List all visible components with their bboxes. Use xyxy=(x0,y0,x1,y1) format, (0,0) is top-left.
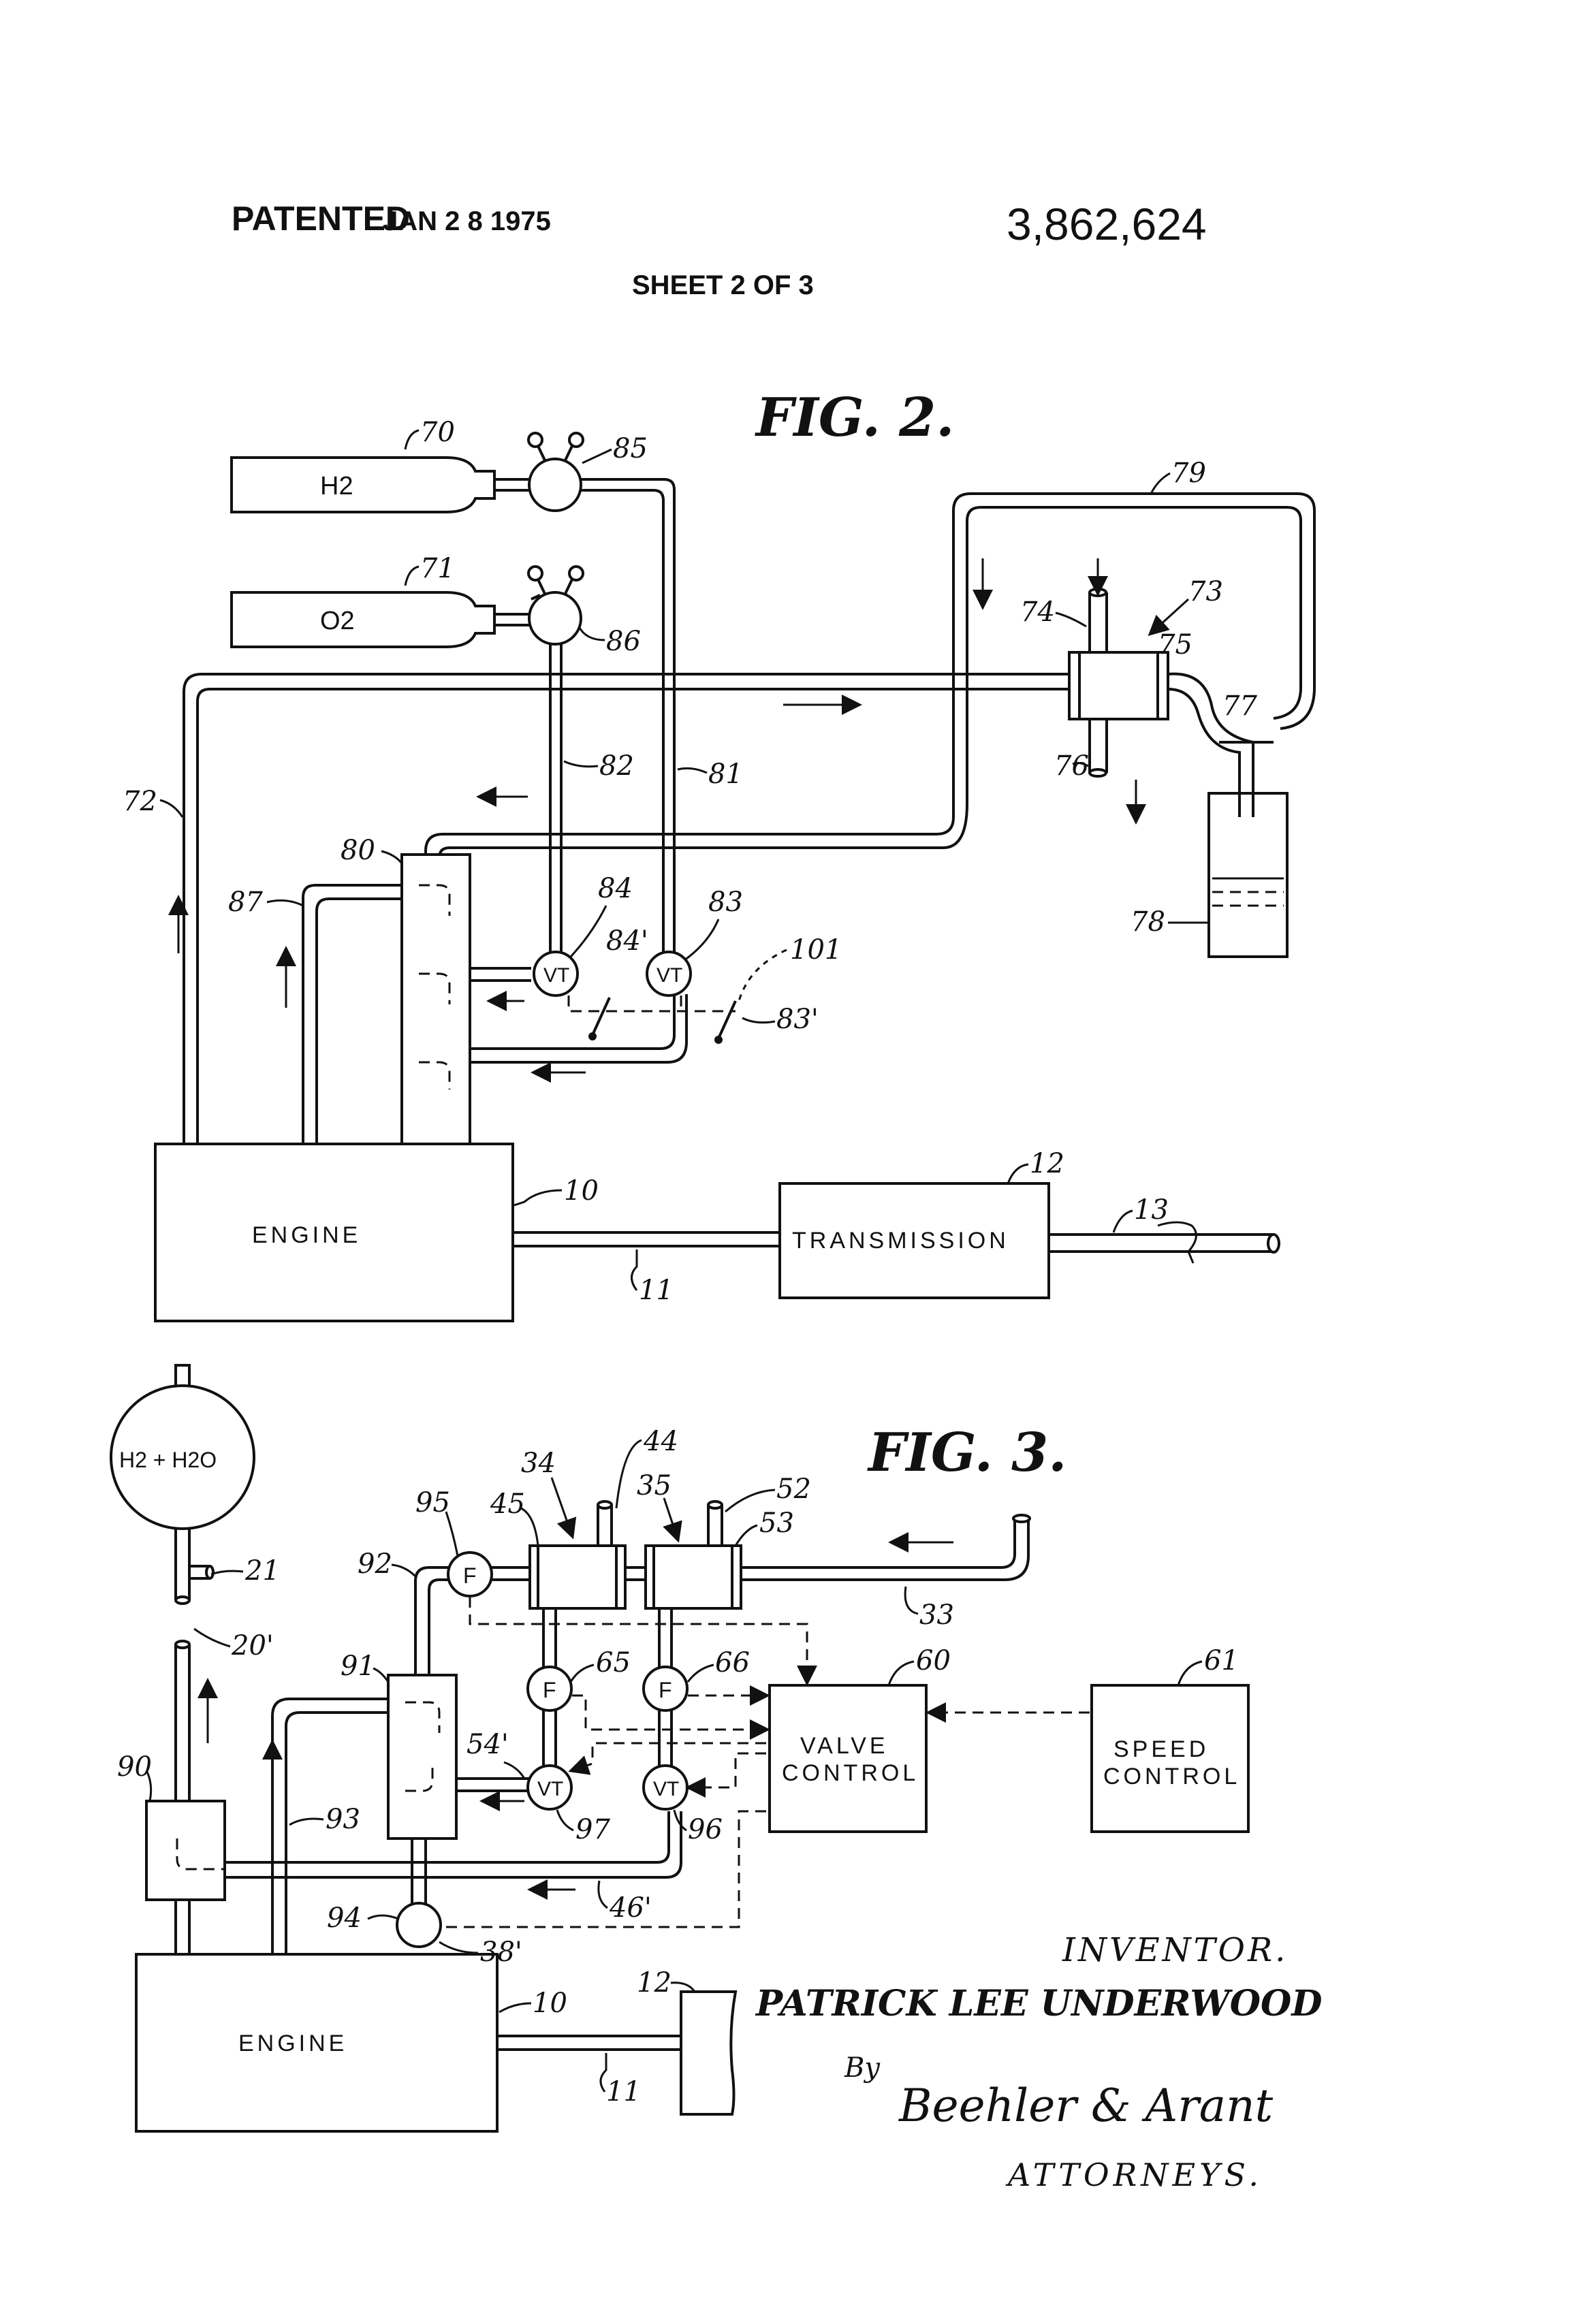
regulator-85 xyxy=(494,433,583,511)
ref-87: 87 xyxy=(228,887,263,918)
valve-control-label-2: CONTROL xyxy=(782,1760,919,1786)
ref-46-prime: 46' xyxy=(609,1892,652,1924)
box-53 xyxy=(646,1546,741,1608)
patent-number: 3,862,624 xyxy=(1007,199,1207,249)
flow-sensor-66-label: F xyxy=(659,1678,672,1702)
regulator-86 xyxy=(494,567,583,644)
valve-control-label-1: VALVE xyxy=(800,1733,889,1759)
ref-45: 45 xyxy=(490,1489,525,1520)
ref-38-prime: 38' xyxy=(480,1937,522,1968)
ref-20-prime: 20' xyxy=(231,1630,274,1661)
ref-52: 52 xyxy=(776,1474,811,1505)
manifold-91 xyxy=(388,1675,456,1838)
h2-tank: H2 xyxy=(232,458,494,512)
fig3-title: FIG. 3. xyxy=(867,1422,1066,1484)
ref-54-prime: 54' xyxy=(467,1729,509,1760)
by-label: By xyxy=(844,2052,881,2084)
vt-valve-83-label: VT xyxy=(657,964,682,987)
fig3-transmission-stub xyxy=(681,1992,736,2114)
inventor-label: INVENTOR. xyxy=(1062,1931,1288,1969)
ref-35: 35 xyxy=(637,1470,672,1501)
vt-valve-84-label: VT xyxy=(543,964,569,987)
ref-83-prime: 83' xyxy=(776,1004,819,1035)
ref-44: 44 xyxy=(643,1426,678,1457)
ref-97: 97 xyxy=(575,1814,610,1845)
ref-92: 92 xyxy=(358,1548,392,1580)
box-45 xyxy=(530,1546,625,1608)
ref-60: 60 xyxy=(916,1645,951,1676)
flow-sensor-95-label: F xyxy=(463,1563,477,1588)
sphere-label: H2 + H2O xyxy=(119,1448,217,1472)
vt-valve-97-label: VT xyxy=(537,1778,563,1800)
speed-control-label-2: CONTROL xyxy=(1103,1764,1240,1789)
ref-70: 70 xyxy=(420,417,455,448)
ref-12-fig3: 12 xyxy=(637,1967,672,1999)
ref-13: 13 xyxy=(1134,1194,1169,1226)
ref-84-prime: 84' xyxy=(606,925,648,957)
attorney-signature: Beehler & Arant xyxy=(898,2080,1274,2132)
ref-10-fig2: 10 xyxy=(564,1175,599,1207)
speed-control-label-1: SPEED xyxy=(1113,1736,1209,1762)
ref-77: 77 xyxy=(1222,690,1257,722)
inventor-name: PATRICK LEE UNDERWOOD xyxy=(755,1983,1322,2024)
flow-sensor-65-label: F xyxy=(543,1678,556,1702)
ref-94: 94 xyxy=(327,1903,362,1934)
h2-tank-label: H2 xyxy=(320,472,353,500)
ref-96: 96 xyxy=(688,1814,723,1845)
ref-71: 71 xyxy=(420,553,455,584)
fig2-title: FIG. 2. xyxy=(755,387,954,449)
ref-83: 83 xyxy=(708,887,743,918)
ref-12-fig2: 12 xyxy=(1030,1148,1064,1179)
sheet-number: SHEET 2 OF 3 xyxy=(632,270,814,300)
ref-80: 80 xyxy=(341,835,375,866)
ref-72: 72 xyxy=(123,786,157,817)
fig2-engine-label: ENGINE xyxy=(252,1222,361,1248)
ref-34: 34 xyxy=(521,1448,556,1479)
fig2-transmission-label: TRANSMISSION xyxy=(792,1228,1009,1254)
o2-tank: O2 xyxy=(232,592,494,647)
ref-79: 79 xyxy=(1171,458,1206,489)
ref-33: 33 xyxy=(919,1599,954,1631)
component-94 xyxy=(397,1903,441,1947)
ref-82: 82 xyxy=(599,750,634,782)
box-90 xyxy=(146,1801,225,1900)
ref-91: 91 xyxy=(341,1651,375,1682)
vt-valve-96-label: VT xyxy=(653,1778,679,1800)
ref-74: 74 xyxy=(1020,596,1055,628)
ref-78: 78 xyxy=(1131,906,1165,938)
ref-53: 53 xyxy=(759,1508,794,1539)
ref-21: 21 xyxy=(244,1555,280,1587)
ref-76: 76 xyxy=(1054,750,1089,782)
ref-61: 61 xyxy=(1204,1645,1239,1676)
ref-90: 90 xyxy=(117,1751,152,1783)
o2-tank-label: O2 xyxy=(320,607,355,635)
ref-85: 85 xyxy=(613,433,648,464)
ref-65: 65 xyxy=(596,1647,631,1678)
ref-73: 73 xyxy=(1188,576,1223,607)
ref-95: 95 xyxy=(415,1487,450,1518)
ref-75: 75 xyxy=(1158,629,1192,660)
fig3-engine-label: ENGINE xyxy=(238,2031,347,2056)
ref-66: 66 xyxy=(715,1647,750,1678)
ref-81: 81 xyxy=(708,759,743,790)
ref-84: 84 xyxy=(598,873,633,904)
ref-86: 86 xyxy=(606,626,641,657)
patent-date: JAN 2 8 1975 xyxy=(383,206,551,236)
ref-93: 93 xyxy=(326,1804,360,1835)
attorneys-label: ATTORNEYS. xyxy=(1005,2156,1263,2193)
ref-10-fig3: 10 xyxy=(533,1988,567,2019)
ref-11-fig2: 11 xyxy=(639,1275,674,1306)
ref-101: 101 xyxy=(790,934,842,966)
ref-11-fig3: 11 xyxy=(606,2076,641,2107)
